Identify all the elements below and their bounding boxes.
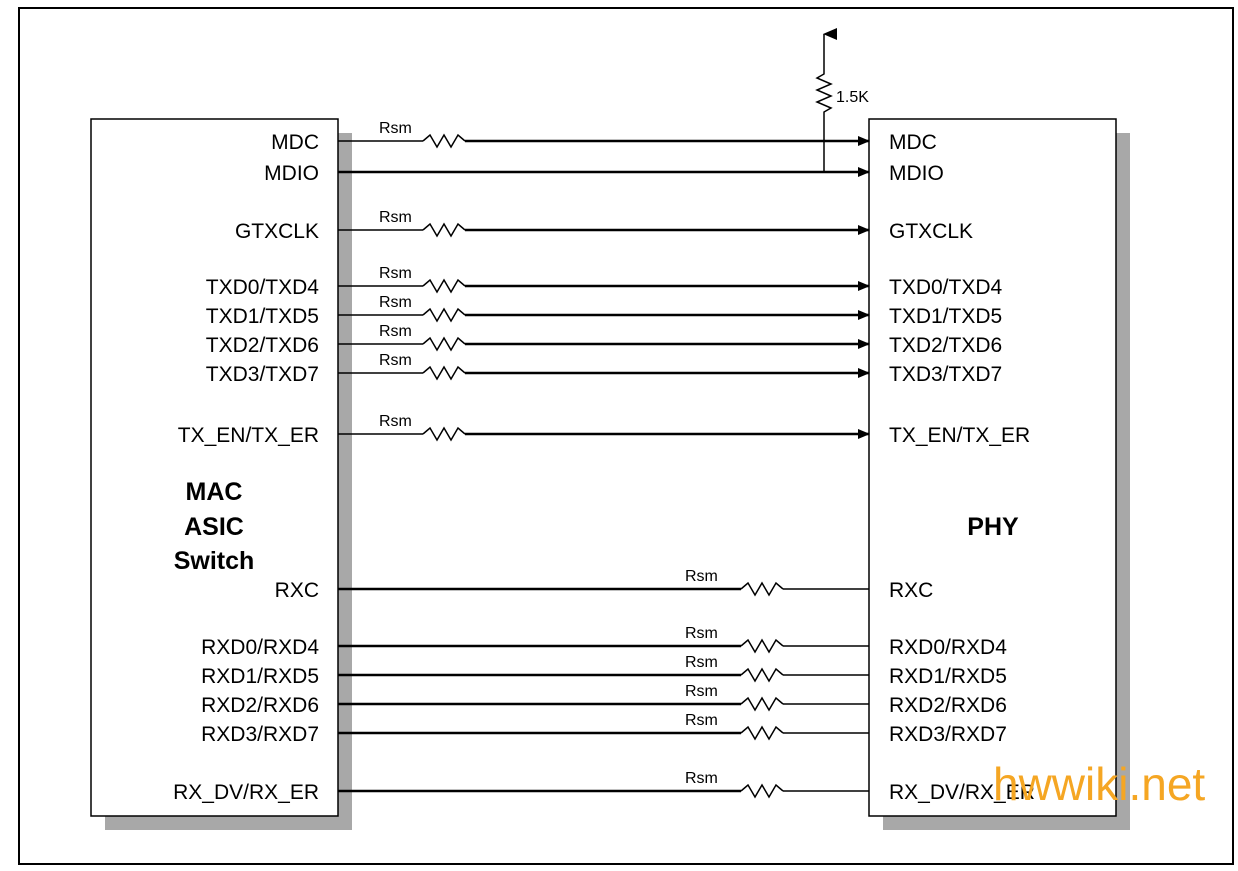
phy-pin-label: RXC [889,579,933,602]
resistor-label: Rsm [379,265,412,282]
mac-pin-label: MDIO [264,162,319,185]
resistor-label: Rsm [685,625,718,642]
mac-block [90,118,339,817]
mac-pin-label: RXD2/RXD6 [201,694,319,717]
resistor-symbol [740,638,784,654]
resistor-symbol [422,133,466,149]
phy-pin-label: TXD2/TXD6 [889,334,1002,357]
mac-pin-label: RXD1/RXD5 [201,665,319,688]
pullup-label: 1.5K [836,89,869,106]
resistor-label: Rsm [685,770,718,787]
phy-pin-label: MDC [889,131,937,154]
resistor-label: Rsm [685,683,718,700]
outer-border [18,7,1234,865]
phy-pin-label: RXD2/RXD6 [889,694,1007,717]
resistor-symbol [740,783,784,799]
mac-pin-label: TXD3/TXD7 [206,363,319,386]
resistor-symbol [422,278,466,294]
resistor-label: Rsm [685,568,718,585]
mac-pin-label: TXD0/TXD4 [206,276,320,299]
resistor-label: Rsm [379,294,412,311]
resistor-label: Rsm [685,654,718,671]
mac-pin-label: GTXCLK [235,220,319,243]
resistor-symbol [740,581,784,597]
resistor-label: Rsm [379,413,412,430]
mac-title-line-2: ASIC [184,513,244,541]
resistor-symbol [422,307,466,323]
resistor-symbol [422,365,466,381]
phy-block [868,118,1117,817]
mac-pin-label: TXD1/TXD5 [206,305,319,328]
phy-pin-label: RX_DV/RX_ER [889,781,1035,804]
resistor-symbol [740,696,784,712]
phy-pin-label: TXD3/TXD7 [889,363,1002,386]
mac-pin-label: MDC [271,131,319,154]
mac-title-line-3: Switch [174,547,255,575]
phy-pin-label: GTXCLK [889,220,973,243]
resistor-symbol [422,336,466,352]
phy-pin-label: TXD0/TXD4 [889,276,1003,299]
phy-pin-label: TX_EN/TX_ER [889,424,1030,447]
mac-title-line-1: MAC [186,478,243,506]
phy-title: PHY [967,513,1019,541]
resistor-label: Rsm [379,352,412,369]
resistor-label: Rsm [379,209,412,226]
mac-pin-label: RXD3/RXD7 [201,723,319,746]
phy-pin-label: MDIO [889,162,944,185]
phy-pin-label: RXD1/RXD5 [889,665,1007,688]
mac-pin-label: RXD0/RXD4 [201,636,319,659]
resistor-label: Rsm [379,323,412,340]
resistor-label: Rsm [685,712,718,729]
resistor-symbol [422,222,466,238]
resistor-symbol [740,667,784,683]
resistor-symbol [740,725,784,741]
tx-signal-row: MDIO MDIO [264,162,944,185]
mac-pin-label: RX_DV/RX_ER [173,781,319,804]
watermark: hwwiki.net [993,758,1205,810]
phy-pin-label: TXD1/TXD5 [889,305,1002,328]
resistor-label: Rsm [379,120,412,137]
mac-pin-label: TX_EN/TX_ER [178,424,319,447]
resistor-symbol [422,426,466,442]
phy-pin-label: RXD0/RXD4 [889,636,1007,659]
mdio-pullup: 1.5K [815,28,869,172]
mac-pin-label: TXD2/TXD6 [206,334,319,357]
mac-pin-label: RXC [275,579,319,602]
phy-pin-label: RXD3/RXD7 [889,723,1007,746]
